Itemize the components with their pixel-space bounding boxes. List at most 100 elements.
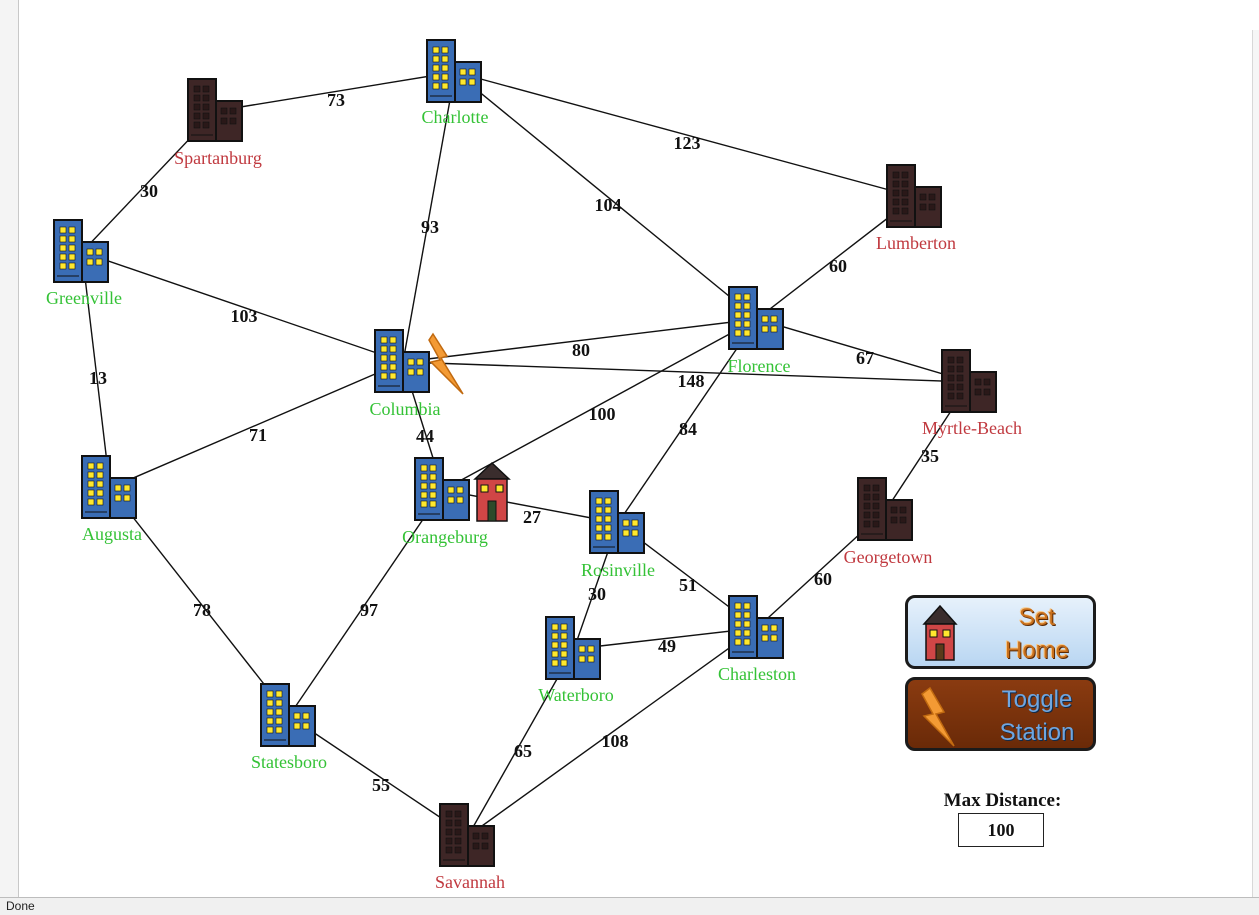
max-distance-label: Max Distance: [943, 790, 1062, 811]
building-icon [728, 286, 784, 350]
max-distance-input[interactable] [958, 813, 1044, 847]
city-node-lumberton[interactable]: Lumberton [876, 164, 956, 253]
city-node-greenville[interactable]: Greenville [46, 219, 122, 308]
building-icon [886, 164, 942, 228]
city-label-georgetown: Georgetown [844, 547, 933, 567]
building-icon [260, 683, 316, 747]
set-home-button[interactable]: Set Home [905, 595, 1096, 669]
edge-distance-label: 67 [856, 348, 874, 368]
building-icon [81, 455, 137, 519]
house-icon [473, 461, 511, 522]
edge-line [467, 627, 758, 837]
edge-line [402, 71, 456, 363]
building-icon [426, 39, 482, 103]
toggle-station-label-line2: Station [999, 719, 1075, 746]
edge-distance-label: 30 [588, 584, 606, 604]
edge-distance-label: 104 [595, 195, 622, 215]
edge-distance-label: 30 [140, 181, 158, 201]
city-node-florence[interactable]: Florence [728, 286, 791, 376]
edge-distance-label: 65 [514, 741, 532, 761]
edge-distance-label: 55 [372, 775, 390, 795]
edge-distance-label: 84 [679, 419, 697, 439]
city-label-lumberton: Lumberton [876, 233, 956, 253]
city-node-georgetown[interactable]: Georgetown [844, 477, 933, 567]
edge-distance-label: 100 [589, 404, 616, 424]
city-node-augusta[interactable]: Augusta [81, 455, 142, 544]
house-icon [922, 604, 958, 661]
set-home-label-line2: Home [1004, 637, 1070, 664]
edge-layer [81, 71, 971, 837]
city-node-savannah[interactable]: Savannah [435, 803, 505, 892]
city-label-florence: Florence [728, 356, 791, 376]
city-label-charlotte: Charlotte [422, 107, 489, 127]
city-layer: CharlotteSpartanburgGreenvilleColumbiaAu… [46, 39, 1022, 892]
edge-distance-label: 44 [416, 426, 434, 446]
toggle-station-label: Toggle Station [978, 683, 1096, 749]
building-icon [187, 78, 243, 142]
edge-line [288, 715, 469, 837]
edge-line [617, 318, 758, 524]
edge-line [81, 251, 404, 363]
edge-distance-label: 51 [679, 575, 697, 595]
edge-distance-label: 49 [658, 636, 676, 656]
city-label-charleston: Charleston [718, 664, 796, 684]
edge-line [402, 361, 971, 383]
city-node-columbia[interactable]: Columbia [370, 329, 441, 419]
edge-distance-label: 35 [921, 446, 939, 466]
status-text: Done [6, 899, 35, 913]
edge-distance-label: 103 [231, 306, 258, 326]
city-node-charlotte[interactable]: Charlotte [422, 39, 489, 127]
city-node-myrtle_beach[interactable]: Myrtle-Beach [922, 349, 1022, 438]
toggle-station-button[interactable]: Toggle Station [905, 677, 1096, 751]
toggle-station-label-line1: Toggle [1001, 686, 1073, 713]
set-home-label: Set Home [978, 601, 1096, 667]
lightning-bolt-icon [921, 686, 955, 747]
edge-line [402, 318, 758, 363]
city-node-statesboro[interactable]: Statesboro [251, 683, 327, 772]
edge-distance-label: 27 [523, 507, 541, 527]
edge-distance-label: 78 [193, 600, 211, 620]
city-label-spartanburg: Spartanburg [174, 148, 262, 168]
city-label-statesboro: Statesboro [251, 752, 327, 772]
city-node-waterboro[interactable]: Waterboro [538, 616, 614, 705]
city-label-savannah: Savannah [435, 872, 505, 892]
city-node-rosinville[interactable]: Rosinville [581, 490, 655, 580]
edge-distance-label: 123 [674, 133, 701, 153]
building-icon [857, 477, 913, 541]
city-node-spartanburg[interactable]: Spartanburg [174, 78, 262, 168]
edge-distance-label: 108 [602, 731, 629, 751]
edge-line [454, 71, 916, 198]
building-icon [374, 329, 430, 393]
edge-distance-label: 73 [327, 90, 345, 110]
edge-distance-label: 148 [678, 371, 705, 391]
edge-line [454, 71, 758, 320]
city-label-columbia: Columbia [370, 399, 441, 419]
city-node-orangeburg[interactable]: Orangeburg [402, 457, 488, 547]
building-icon [941, 349, 997, 413]
edge-line [81, 251, 111, 489]
vertical-scrollbar[interactable] [1252, 30, 1259, 897]
edge-line [288, 489, 444, 717]
building-icon [414, 457, 470, 521]
city-node-charleston[interactable]: Charleston [718, 595, 796, 684]
city-label-orangeburg: Orangeburg [402, 527, 488, 547]
city-label-greenville: Greenville [46, 288, 122, 308]
city-label-augusta: Augusta [82, 524, 142, 544]
edge-distance-label: 93 [421, 217, 439, 237]
city-label-rosinville: Rosinville [581, 560, 655, 580]
set-home-label-line1: Set [1018, 604, 1056, 631]
edge-line [442, 318, 758, 491]
window-left-edge [0, 0, 19, 897]
status-bar: Done [0, 897, 1259, 915]
edge-line [573, 627, 758, 650]
edge-distance-label: 13 [89, 368, 107, 388]
edge-distance-label: 97 [360, 600, 378, 620]
building-icon [545, 616, 601, 680]
building-icon [728, 595, 784, 659]
edge-distance-label: 80 [572, 340, 590, 360]
edge-line [109, 487, 290, 717]
city-label-myrtle_beach: Myrtle-Beach [922, 418, 1022, 438]
edge-line [442, 489, 619, 524]
